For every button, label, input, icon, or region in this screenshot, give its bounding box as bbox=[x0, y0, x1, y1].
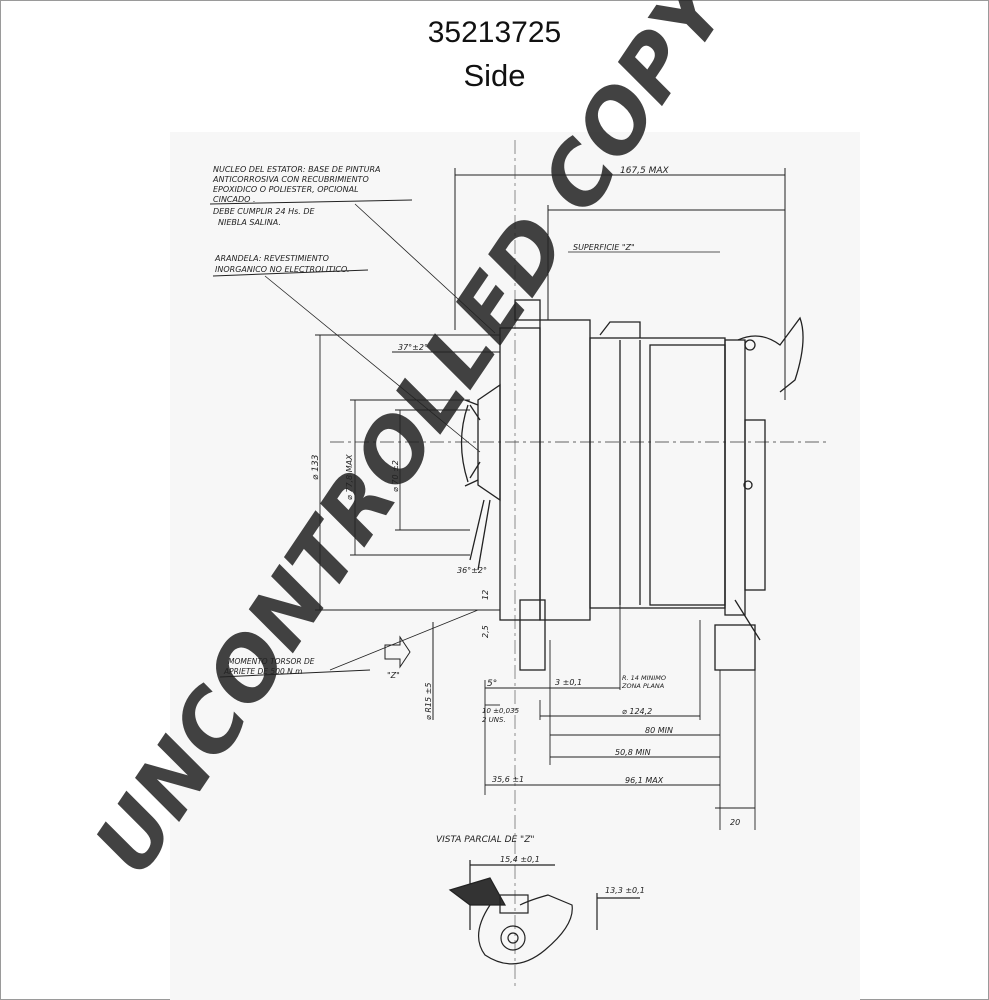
surface-z-label: SUPERFICIE "Z" bbox=[573, 243, 635, 252]
salt-note-line: NIEBLA SALINA. bbox=[218, 218, 281, 227]
view-subtitle: Side bbox=[463, 58, 526, 93]
torque-note-line: APRIETE DE 500 N.m bbox=[223, 667, 302, 676]
dim-25-label: 2,5 bbox=[481, 625, 490, 638]
pulley-fan bbox=[460, 299, 546, 671]
stator-note-line: CINCADO . bbox=[213, 195, 256, 204]
r14-note-line: R. 14 MINIMO bbox=[622, 674, 666, 682]
dim-35-label: 35,6 ±1 bbox=[492, 775, 524, 784]
max-96-label: 96,1 MAX bbox=[625, 776, 664, 785]
stator-note: NUCLEO DEL ESTATOR: BASE DE PINTURA ANTI… bbox=[209, 165, 496, 334]
dim-12-label: 12 bbox=[481, 590, 490, 600]
angle-5-label: 5° bbox=[487, 679, 497, 689]
left-dimensions bbox=[315, 334, 500, 611]
stator-note-line: EPOXIDICO O POLIESTER, OPCIONAL bbox=[213, 185, 359, 194]
alternator-body bbox=[539, 316, 804, 671]
diameter-70-label: ⌀ 70 ±2 bbox=[391, 460, 400, 492]
dim-20-label: 20 bbox=[730, 818, 740, 827]
overall-dimension bbox=[454, 168, 786, 400]
angle-36-label: 36°±2° bbox=[457, 566, 487, 575]
width-10-line: 2 UNS. bbox=[482, 716, 506, 724]
salt-note-line: DEBE CUMPLIR 24 Hs. DE bbox=[213, 207, 316, 216]
width-10-line: 10 ±0,035 bbox=[482, 707, 520, 715]
torque-note-line: MOMENTO TORSOR DE bbox=[228, 657, 315, 666]
partial-view-title: VISTA PARCIAL DE "Z" bbox=[436, 835, 535, 845]
dist-3-label: 3 ±0,1 bbox=[555, 678, 582, 687]
min-80-label: 80 MIN bbox=[645, 726, 673, 735]
partial-view: VISTA PARCIAL DE "Z" 15,4 ±0,1 13,3 ±0,1 bbox=[436, 835, 645, 965]
part-number-title: 35213725 bbox=[427, 16, 562, 49]
partial-dim-15-label: 15,4 ±0,1 bbox=[500, 855, 540, 864]
washer-note: ARANDELA: REVESTIMIENTO INORGANICO NO EL… bbox=[212, 254, 481, 453]
diameter-124-label: ⌀ 124,2 bbox=[622, 707, 652, 716]
diameter-15-label: ⌀ R15 ±5 bbox=[424, 683, 433, 720]
min-50-label: 50,8 MIN bbox=[615, 748, 651, 757]
washer-note-line: INORGANICO NO ELECTROLITICO. bbox=[215, 265, 350, 274]
stator-note-line: NUCLEO DEL ESTATOR: BASE DE PINTURA bbox=[213, 165, 380, 174]
partial-dim-13-label: 13,3 ±0,1 bbox=[605, 886, 645, 895]
z-arrow bbox=[384, 622, 434, 720]
bottom-dimensions bbox=[484, 600, 756, 830]
stator-note-line: ANTICORROSIVA CON RECUBRIMIENTO bbox=[212, 175, 369, 184]
torque-note: MOMENTO TORSOR DE APRIETE DE 500 N.m bbox=[219, 609, 479, 678]
diameter-133-label: ⌀ 133 bbox=[311, 454, 321, 480]
overall-max-label: 167,5 MAX bbox=[620, 166, 670, 176]
washer-note-line: ARANDELA: REVESTIMIENTO bbox=[214, 254, 329, 263]
z-view-label: "Z" bbox=[387, 671, 400, 680]
diameter-77-label: ⌀ 77,8 MAX bbox=[345, 454, 354, 500]
angle-37-label: 37°±2° bbox=[398, 343, 428, 352]
r14-note-line: ZONA PLANA bbox=[621, 682, 664, 690]
